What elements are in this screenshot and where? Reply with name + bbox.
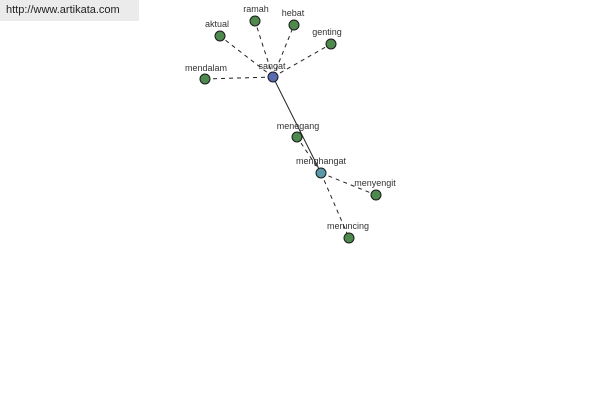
label-layer: sangat aktual ramah hebat genting mendalam men… [185,4,396,231]
node-label-hebat[interactable]: hebat [282,8,305,18]
edge-layer [204,20,377,239]
node-label-genting[interactable]: genting [312,27,342,37]
node-aktual[interactable] [214,30,226,42]
edge-sangat-menghangat [272,76,322,174]
edge-sangat-genting [272,43,332,78]
node-label-ramah[interactable]: ramah [243,4,269,14]
node-layer [199,15,382,244]
node-genting[interactable] [325,38,337,50]
edge-sangat-hebat [272,24,295,78]
node-label-menghangat[interactable]: menghangat [296,156,347,166]
node-menyengit[interactable] [370,189,382,201]
edge-menghangat-meruncing [320,172,350,239]
node-label-menyengit[interactable]: menyengit [354,178,396,188]
node-label-sangat[interactable]: sangat [258,61,286,71]
node-sangat[interactable] [267,71,279,83]
node-hebat[interactable] [288,19,300,31]
node-ramah[interactable] [249,15,261,27]
node-meruncing[interactable] [343,232,355,244]
node-label-mendalam[interactable]: mendalam [185,63,227,73]
node-mendalam[interactable] [199,73,211,85]
node-label-aktual[interactable]: aktual [205,19,229,29]
edge-menghangat-menyengit [320,172,377,196]
edge-sangat-aktual [219,35,274,78]
edge-sangat-ramah [254,20,274,78]
node-label-meruncing[interactable]: meruncing [327,221,369,231]
node-menghangat[interactable] [315,167,327,179]
url-banner[interactable]: http://www.artikata.com [0,0,139,21]
edge-menghangat-menegang [296,136,322,174]
node-menegang[interactable] [291,131,303,143]
node-label-menegang[interactable]: menegang [277,121,320,131]
edge-sangat-mendalam [204,76,274,80]
